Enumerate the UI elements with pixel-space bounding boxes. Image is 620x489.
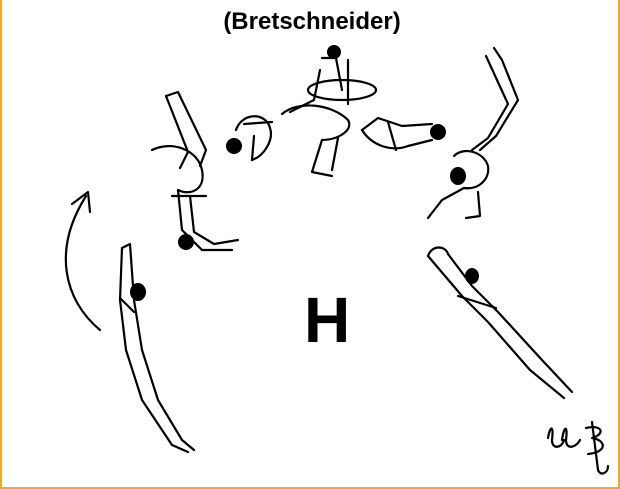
figure-3-tuck — [226, 115, 274, 162]
figure-4-twist — [280, 45, 378, 178]
figure-2-kip — [150, 90, 240, 252]
figure-5-pike — [360, 116, 446, 152]
figure-6-handstand — [426, 46, 520, 220]
figure-7-catch — [426, 246, 574, 400]
rotation-arrow-icon — [64, 190, 102, 332]
signature-mark — [546, 420, 610, 475]
figure-1-swing — [118, 242, 196, 454]
element-letter: H — [304, 284, 351, 356]
diagram-title: (Bretschneider) — [223, 8, 401, 35]
